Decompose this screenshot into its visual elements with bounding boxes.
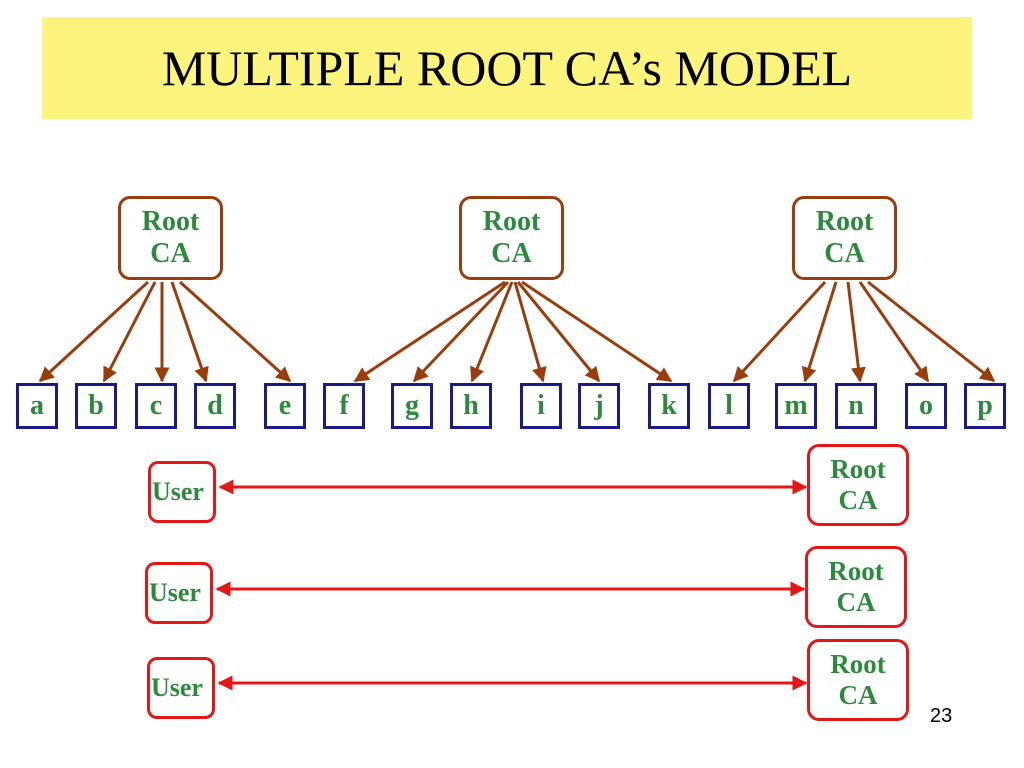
page-number: 23 xyxy=(930,705,953,727)
root-ca-3-line1: Root xyxy=(815,205,874,237)
user-1: User xyxy=(148,461,216,523)
leaf-b: b xyxy=(75,383,117,429)
title-banner: MULTIPLE ROOT CA’s MODEL xyxy=(42,17,972,119)
leaf-e: e xyxy=(264,383,306,429)
slide-title: MULTIPLE ROOT CA’s MODEL xyxy=(161,40,853,96)
edge-root2-g xyxy=(412,280,510,383)
edge-root2-i xyxy=(513,281,547,383)
trusted-root-ca-3: Root CA xyxy=(807,639,909,721)
root-ca-2-line1: Root xyxy=(482,205,541,237)
leaf-g: g xyxy=(391,383,433,429)
leaf-j: j xyxy=(578,383,620,429)
leaf-o: o xyxy=(905,383,947,429)
edge-root3-m xyxy=(801,281,838,383)
trusted-root-ca-1-line2: CA xyxy=(838,485,878,515)
leaf-p: p xyxy=(964,383,1006,429)
leaf-f: f xyxy=(323,383,365,429)
edge-root1-d xyxy=(170,281,209,383)
leaf-n: n xyxy=(835,383,877,429)
trusted-root-ca-2: Root CA xyxy=(805,546,907,628)
trusted-root-ca-3-line2: CA xyxy=(838,680,878,710)
user-1-label: User xyxy=(152,477,204,506)
edge-root3-p xyxy=(867,280,996,383)
root-ca-1: Root CA xyxy=(118,196,223,280)
leaf-i: i xyxy=(520,383,562,429)
edge-root3-l xyxy=(732,280,827,383)
edge-root2-h xyxy=(470,281,514,383)
edge-root2-j xyxy=(516,281,601,383)
edge-root2-f xyxy=(353,280,506,383)
trusted-root-ca-2-line2: CA xyxy=(836,587,876,617)
leaf-l: l xyxy=(708,383,750,429)
root-ca-1-line2: CA xyxy=(150,238,191,269)
leaf-d: d xyxy=(194,383,236,429)
trusted-root-ca-1: Root CA xyxy=(807,444,909,526)
trusted-root-ca-3-line1: Root xyxy=(830,648,886,679)
root-ca-3: Root CA xyxy=(792,196,897,280)
leaf-k: k xyxy=(648,383,690,429)
leaf-c: c xyxy=(135,383,177,429)
user-3: User xyxy=(147,657,215,719)
edge-root1-a xyxy=(38,280,150,383)
edge-root3-n xyxy=(846,281,866,383)
edge-root3-o xyxy=(858,281,930,383)
root-ca-2-line2: CA xyxy=(491,238,532,269)
edge-root1-e xyxy=(178,280,292,383)
leaf-a: a xyxy=(16,383,58,429)
leaf-m: m xyxy=(775,383,817,429)
edge-root1-b xyxy=(102,281,157,383)
trusted-root-ca-1-line1: Root xyxy=(830,453,886,484)
user-2-label: User xyxy=(149,578,201,607)
root-ca-1-line1: Root xyxy=(141,205,200,237)
leaf-h: h xyxy=(450,383,492,429)
trusted-root-ca-2-line1: Root xyxy=(828,555,884,586)
root-ca-3-line2: CA xyxy=(824,238,865,269)
user-3-label: User xyxy=(151,673,203,702)
root-ca-2: Root CA xyxy=(459,196,564,280)
user-2: User xyxy=(145,562,213,624)
edge-root2-k xyxy=(521,280,673,383)
